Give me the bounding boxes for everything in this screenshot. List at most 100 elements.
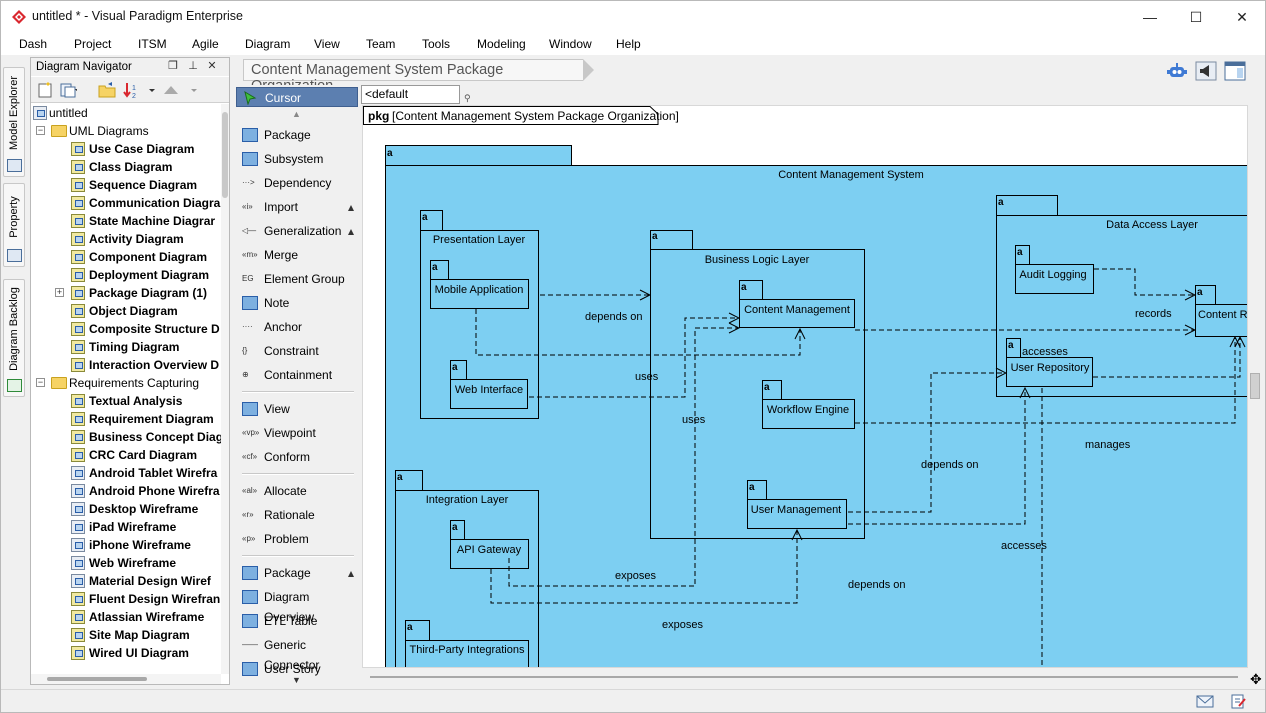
diagram-canvas[interactable]: pkg [Content Management System Package O…	[362, 105, 1248, 668]
navigate-up-icon[interactable]	[162, 81, 180, 99]
navigate-up-dropdown-icon[interactable]	[186, 81, 204, 99]
close-button[interactable]: ✕	[1219, 1, 1265, 33]
tree-item[interactable]: iPhone Wireframe	[31, 536, 221, 554]
sort-dropdown-icon[interactable]	[144, 81, 162, 99]
tree-item[interactable]: Object Diagram	[31, 302, 221, 320]
palette-item[interactable]: «r»Rationale	[236, 505, 358, 525]
palette-item[interactable]: View	[236, 399, 358, 419]
tree-item[interactable]: Fluent Design Wirefran	[31, 590, 221, 608]
pan-move-icon[interactable]: ✥	[1250, 671, 1262, 688]
tree-root[interactable]: untitled	[31, 104, 221, 122]
navigator-vertical-scrollbar[interactable]	[221, 104, 229, 674]
pin-icon[interactable]: ⊥	[187, 60, 199, 72]
navigator-horizontal-scroll-thumb[interactable]	[47, 677, 147, 681]
tree-item[interactable]: Class Diagram	[31, 158, 221, 176]
palette-item[interactable]: Subsystem	[236, 149, 358, 169]
palette-item[interactable]: ◁—Generalization	[236, 221, 358, 241]
palette-item[interactable]: Package	[236, 563, 358, 583]
palette-item[interactable]: «m»Merge	[236, 245, 358, 265]
expand-icon[interactable]: +	[55, 288, 64, 297]
menu-itsm[interactable]: ITSM	[138, 37, 167, 51]
palette-item[interactable]: Note	[236, 293, 358, 313]
tree-item[interactable]: Communication Diagra	[31, 194, 221, 212]
menu-team[interactable]: Team	[366, 37, 395, 51]
navigator-vertical-scroll-thumb[interactable]	[222, 112, 228, 198]
tab-model-explorer[interactable]: Model Explorer	[3, 67, 25, 177]
tree-item[interactable]: CRC Card Diagram	[31, 446, 221, 464]
palette-item[interactable]: «p»Problem	[236, 529, 358, 549]
open-folder-icon[interactable]	[98, 81, 116, 99]
palette-item[interactable]: «cf»Conform	[236, 447, 358, 467]
package-search-icon[interactable]: ⚲	[464, 93, 471, 104]
palette-item[interactable]: Diagram Overview	[236, 587, 358, 607]
tree-item[interactable]: Timing Diagram	[31, 338, 221, 356]
menu-dash[interactable]: Dash	[19, 37, 47, 51]
close-panel-icon[interactable]: ✕	[206, 60, 218, 72]
menu-diagram[interactable]: Diagram	[245, 37, 290, 51]
robot-assistant-icon[interactable]	[1165, 59, 1189, 83]
tree-item[interactable]: Deployment Diagram	[31, 266, 221, 284]
tree-item[interactable]: Site Map Diagram	[31, 626, 221, 644]
more-options-icon[interactable]	[348, 205, 354, 211]
menu-help[interactable]: Help	[616, 37, 641, 51]
tree-item[interactable]: iPad Wireframe	[31, 518, 221, 536]
tree-item[interactable]: Activity Diagram	[31, 230, 221, 248]
palette-scroll-up-icon[interactable]: ▲	[292, 109, 301, 119]
tree-item[interactable]: State Machine Diagrar	[31, 212, 221, 230]
breadcrumb[interactable]: Content Management System Package Organi…	[243, 59, 583, 81]
new-diagram-icon[interactable]	[36, 81, 54, 99]
palette-item[interactable]: ····Anchor	[236, 317, 358, 337]
mail-icon[interactable]	[1196, 694, 1214, 709]
tree-item[interactable]: Wired UI Diagram	[31, 644, 221, 662]
new-diagram-dropdown-icon[interactable]	[59, 81, 77, 99]
package-selector[interactable]: <default package>	[361, 85, 460, 104]
palette-item[interactable]: «vp»Viewpoint	[236, 423, 358, 443]
palette-item[interactable]: ——Generic Connector	[236, 635, 358, 655]
tree-item[interactable]: Use Case Diagram	[31, 140, 221, 158]
palette-item[interactable]: ETL Table	[236, 611, 358, 631]
announcement-icon[interactable]	[1194, 59, 1218, 83]
palette-item[interactable]: {}Constraint	[236, 341, 358, 361]
menu-view[interactable]: View	[314, 37, 340, 51]
collapse-icon[interactable]: −	[36, 378, 45, 387]
tree-item[interactable]: +Package Diagram (1)	[31, 284, 221, 302]
restore-panel-icon[interactable]: ❐	[167, 60, 179, 72]
tree-folder[interactable]: −Requirements Capturing	[31, 374, 221, 392]
tree-item[interactable]: Desktop Wireframe	[31, 500, 221, 518]
tree-item[interactable]: Sequence Diagram	[31, 176, 221, 194]
palette-cursor[interactable]: Cursor	[236, 87, 358, 107]
tree-folder[interactable]: −UML Diagrams	[31, 122, 221, 140]
palette-item[interactable]: «i»Import	[236, 197, 358, 217]
tree-item[interactable]: Composite Structure D	[31, 320, 221, 338]
tree-item[interactable]: Web Wireframe	[31, 554, 221, 572]
tree-item[interactable]: Interaction Overview D	[31, 356, 221, 374]
tree-item[interactable]: Business Concept Diag	[31, 428, 221, 446]
tab-property[interactable]: Property	[3, 183, 25, 267]
canvas-horizontal-scroll-thumb[interactable]	[370, 676, 1238, 678]
tab-diagram-backlog[interactable]: Diagram Backlog	[3, 279, 25, 397]
palette-item[interactable]: «al»Allocate	[236, 481, 358, 501]
canvas-vertical-scrollbar[interactable]	[1248, 105, 1262, 668]
palette-item[interactable]: EGElement Group	[236, 269, 358, 289]
palette-item[interactable]: Package	[236, 125, 358, 145]
tree-item[interactable]: Requirement Diagram	[31, 410, 221, 428]
canvas-vertical-scroll-thumb[interactable]	[1250, 373, 1260, 399]
minimize-button[interactable]: —	[1127, 1, 1173, 33]
more-options-icon[interactable]	[348, 229, 354, 235]
document-edit-icon[interactable]	[1229, 694, 1247, 709]
tree-item[interactable]: Atlassian Wireframe	[31, 608, 221, 626]
palette-item[interactable]: ···>Dependency	[236, 173, 358, 193]
tree-item[interactable]: Component Diagram	[31, 248, 221, 266]
menu-window[interactable]: Window	[549, 37, 592, 51]
layout-panel-icon[interactable]	[1223, 59, 1247, 83]
canvas-horizontal-scrollbar[interactable]	[362, 668, 1248, 688]
palette-item[interactable]: ⊕Containment	[236, 365, 358, 385]
tree-item[interactable]: Android Tablet Wirefra	[31, 464, 221, 482]
collapse-icon[interactable]: −	[36, 126, 45, 135]
tree-item[interactable]: Android Phone Wirefra	[31, 482, 221, 500]
sort-icon[interactable]: 12	[123, 81, 141, 99]
maximize-button[interactable]: ☐	[1173, 1, 1219, 33]
tree-item[interactable]: Material Design Wiref	[31, 572, 221, 590]
more-options-icon[interactable]	[348, 571, 354, 577]
tree-item[interactable]: Textual Analysis	[31, 392, 221, 410]
